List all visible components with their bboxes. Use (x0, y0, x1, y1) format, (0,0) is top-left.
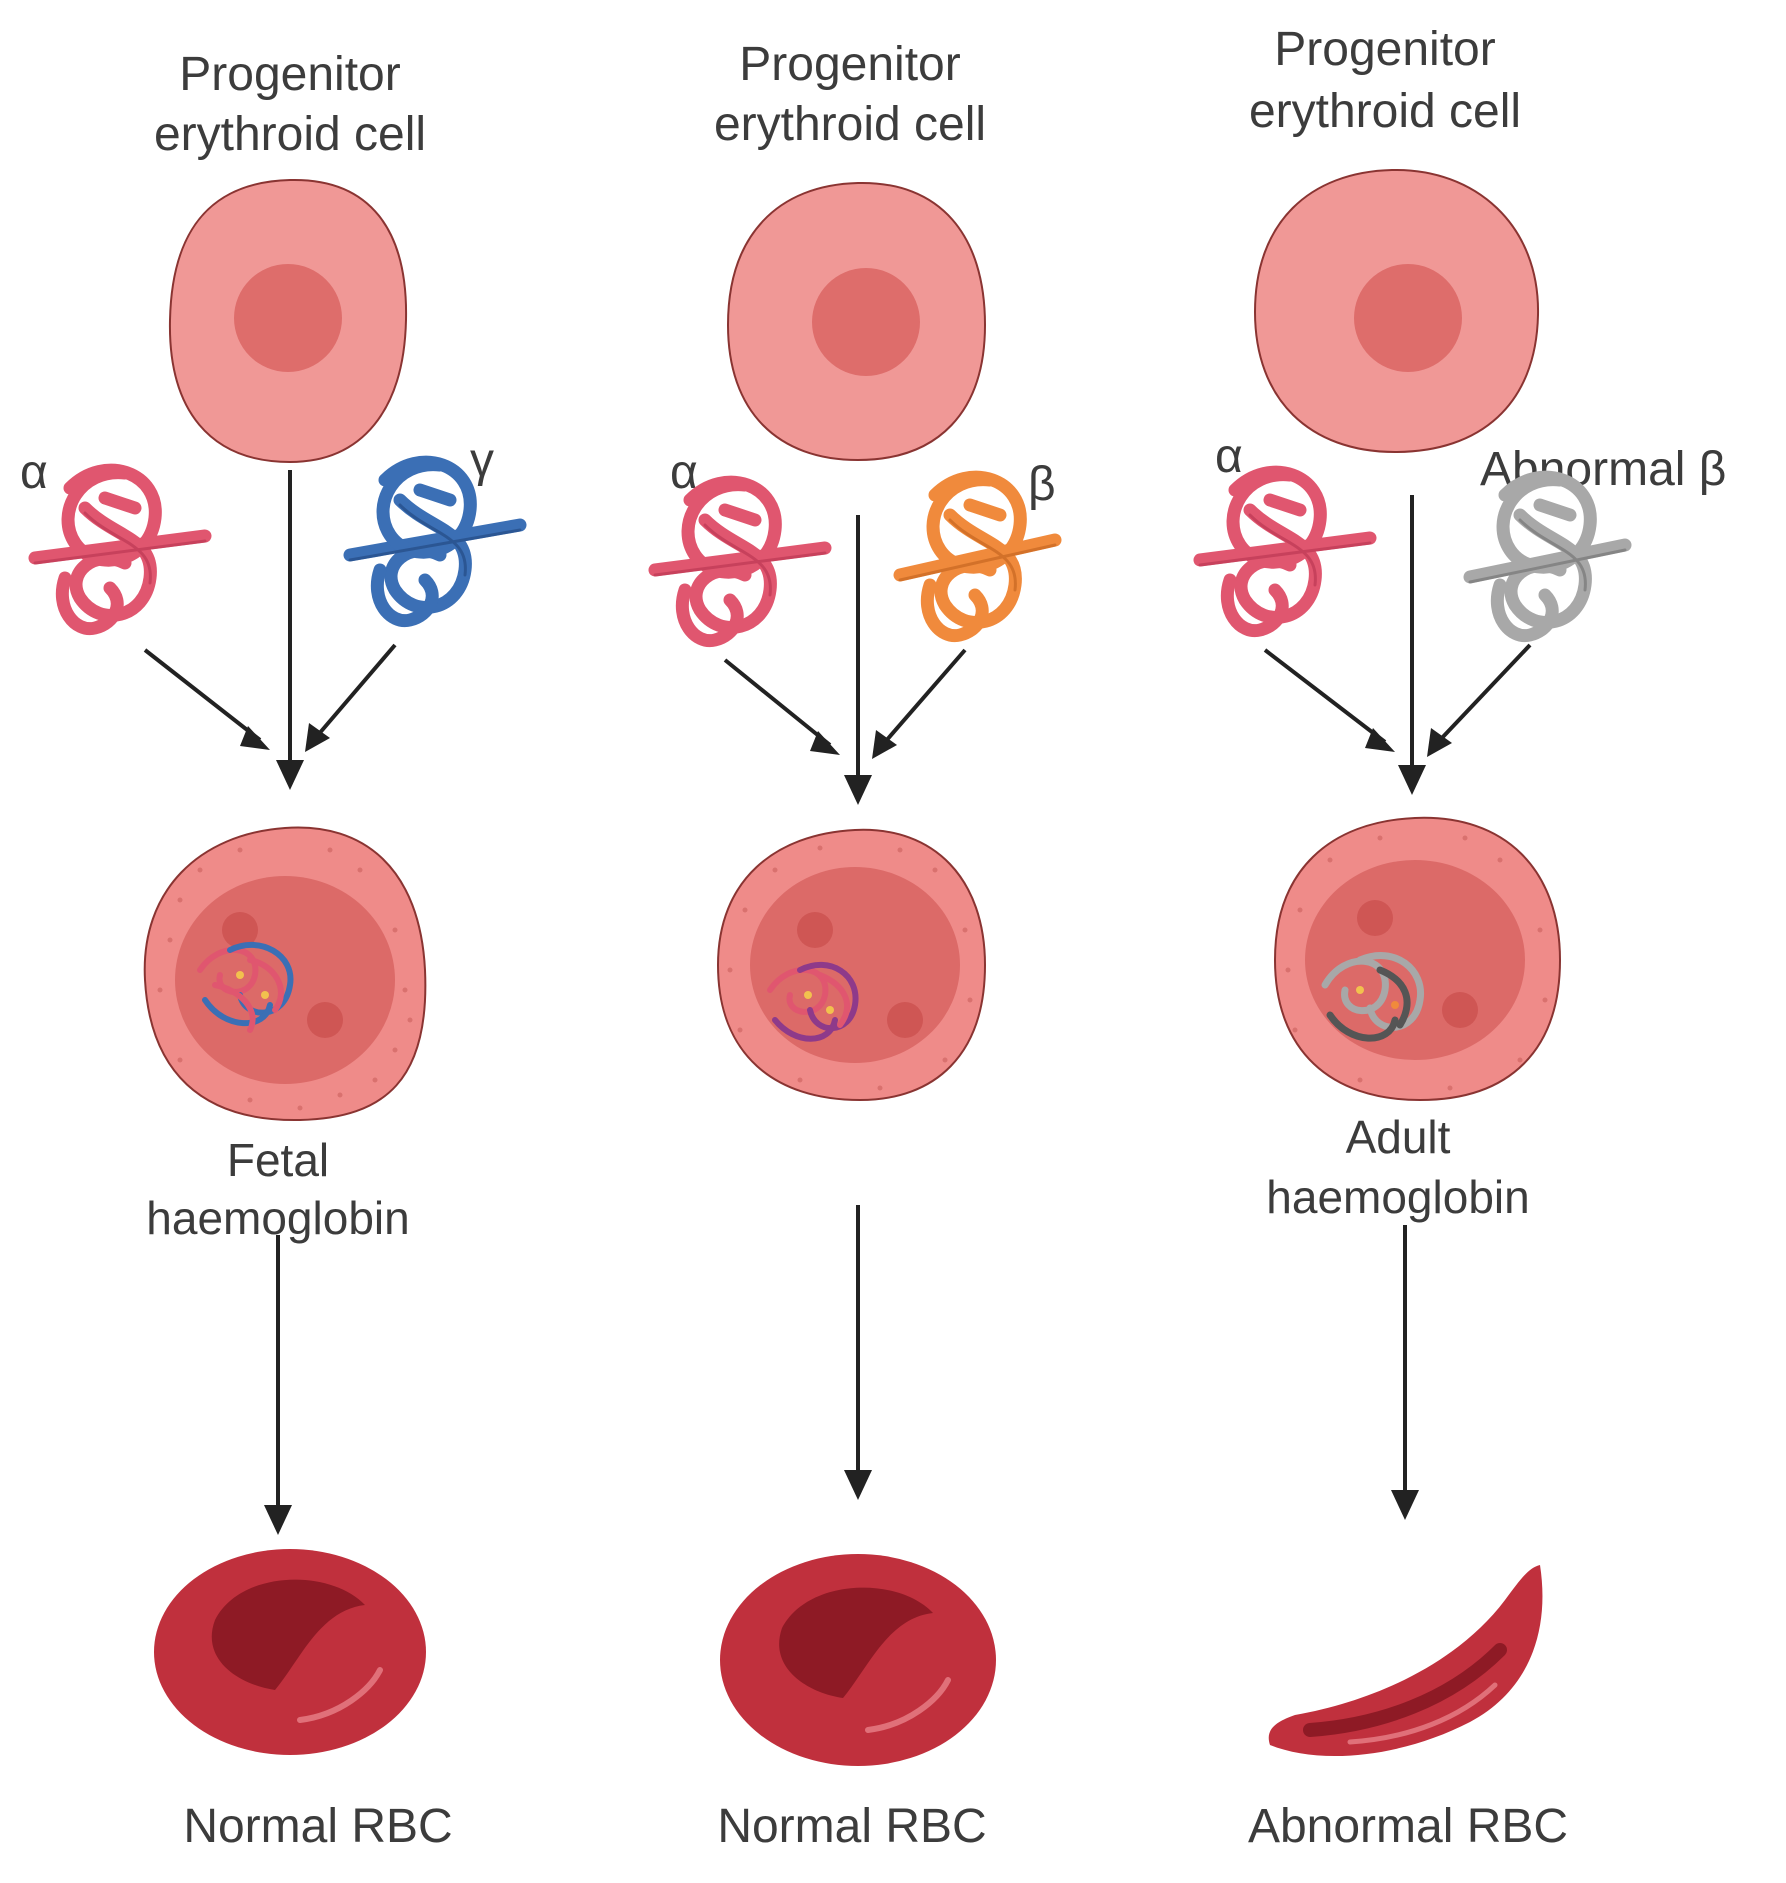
progenitor-cell-3 (1253, 168, 1540, 454)
progenitor-cell-1 (168, 178, 408, 464)
alpha-chain-icon (28, 463, 212, 636)
column-3-haemoglobin-line1: Adult (1346, 1111, 1451, 1163)
column-2-title-line2: erythroid cell (714, 98, 986, 151)
progenitor-cell-2 (726, 181, 987, 462)
column-3-title-line1: Progenitor (1274, 23, 1495, 76)
erythroblast-2 (716, 828, 987, 1102)
column-3-result-label: Abnormal RBC (1248, 1800, 1568, 1853)
normal-rbc-1 (154, 1549, 426, 1755)
gamma-chain-icon (343, 455, 527, 628)
sickle-rbc (1268, 1565, 1543, 1757)
erythroblast-1 (143, 826, 427, 1122)
column-1-result-label: Normal RBC (183, 1800, 452, 1853)
column-sickle: Progenitor erythroid cell α Abnormal β (1193, 23, 1726, 1853)
column-2-right-chain-label: β (1028, 458, 1056, 511)
column-1-lower-arrow (264, 1235, 292, 1535)
column-normal-adult: Progenitor erythroid cell α β (648, 38, 1062, 1853)
column-1-title-line2: erythroid cell (154, 108, 426, 161)
alpha-chain-icon (1193, 465, 1377, 638)
column-3-lower-arrow (1391, 1225, 1419, 1520)
column-3-arrows (1263, 495, 1532, 795)
column-2-result-label: Normal RBC (717, 1800, 986, 1853)
alpha-chain-icon (648, 475, 832, 648)
beta-chain-icon (893, 470, 1062, 643)
column-1-left-chain-label: α (20, 446, 48, 499)
erythroblast-3 (1273, 816, 1562, 1102)
column-3-title-line2: erythroid cell (1249, 85, 1521, 138)
column-1-title-line1: Progenitor (179, 48, 400, 101)
column-1-arrows (143, 470, 397, 790)
column-fetal: Progenitor erythroid cell α γ (20, 48, 527, 1853)
column-2-arrows (723, 515, 967, 805)
column-2-title-line1: Progenitor (739, 38, 960, 91)
column-3-left-chain-label: α (1215, 430, 1243, 483)
column-1-right-chain-label: γ (470, 434, 494, 487)
column-2-lower-arrow (844, 1205, 872, 1500)
column-1-haemoglobin-line1: Fetal (227, 1134, 329, 1186)
column-3-haemoglobin-line2: haemoglobin (1266, 1171, 1529, 1223)
normal-rbc-2 (720, 1554, 996, 1766)
abnormal-beta-chain-icon (1463, 470, 1632, 643)
